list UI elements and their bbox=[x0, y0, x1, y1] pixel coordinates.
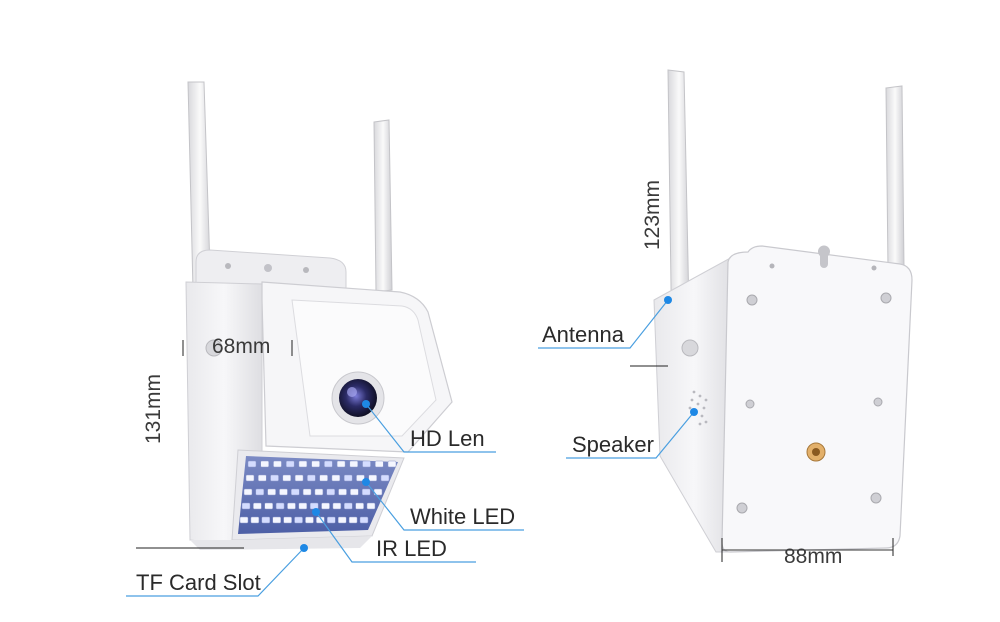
antenna-length-dimension: 123mm bbox=[641, 179, 664, 250]
led-chip bbox=[283, 516, 292, 524]
led-chip bbox=[253, 502, 262, 510]
led-chip bbox=[285, 460, 295, 468]
led-chip bbox=[336, 460, 346, 468]
led-chip bbox=[380, 474, 390, 482]
led-chip bbox=[272, 516, 281, 524]
led-chip bbox=[261, 516, 271, 524]
led-chip bbox=[273, 460, 282, 468]
led-chip bbox=[260, 460, 269, 468]
led-chip bbox=[361, 488, 371, 496]
led-chip bbox=[331, 474, 341, 482]
led-chip bbox=[356, 474, 365, 482]
width-dimension: 88mm bbox=[784, 545, 843, 568]
tf-card-slot-label: TF Card Slot bbox=[136, 570, 261, 595]
led-chip bbox=[287, 502, 296, 510]
depth-dimension: 68mm bbox=[212, 335, 271, 358]
led-chip bbox=[298, 460, 308, 468]
ir-led-label: IR LED bbox=[376, 536, 447, 561]
led-chip bbox=[267, 488, 276, 496]
led-chip bbox=[294, 474, 304, 482]
led-chip bbox=[350, 488, 359, 496]
led-grid bbox=[239, 460, 397, 524]
led-chip bbox=[239, 516, 249, 524]
led-chip bbox=[298, 502, 308, 510]
led-chip bbox=[294, 516, 303, 524]
led-chip bbox=[324, 460, 333, 468]
led-chip bbox=[344, 502, 353, 510]
led-chip bbox=[359, 516, 369, 524]
led-chip bbox=[302, 488, 312, 496]
led-chip bbox=[314, 488, 324, 496]
led-chip bbox=[275, 502, 285, 510]
speaker-label: Speaker bbox=[572, 432, 654, 457]
led-chip bbox=[375, 460, 384, 468]
led-chip bbox=[366, 502, 376, 510]
white-led-label: White LED bbox=[410, 504, 516, 529]
led-chip bbox=[326, 488, 335, 496]
led-chip bbox=[309, 502, 319, 510]
led-chip bbox=[307, 474, 316, 482]
led-chip bbox=[368, 474, 377, 482]
led-chip bbox=[258, 474, 267, 482]
led-chip bbox=[343, 474, 353, 482]
antenna-label: Antenna bbox=[542, 322, 624, 347]
hd-len-label: HD Len bbox=[410, 426, 485, 451]
led-chip bbox=[332, 502, 342, 510]
right-camera bbox=[653, 69, 913, 553]
led-chip bbox=[264, 502, 273, 510]
led-chip bbox=[243, 488, 253, 496]
led-chip bbox=[291, 488, 300, 496]
led-chip bbox=[349, 460, 359, 468]
led-chip bbox=[362, 460, 371, 468]
led-chip bbox=[247, 460, 257, 468]
dimension-lines bbox=[136, 340, 894, 562]
led-chip bbox=[245, 474, 255, 482]
led-chip bbox=[321, 502, 330, 510]
led-chip bbox=[250, 516, 260, 524]
led-chip bbox=[355, 502, 364, 510]
led-chip bbox=[311, 460, 320, 468]
led-chip bbox=[327, 516, 336, 524]
left-camera bbox=[185, 81, 453, 550]
led-chip bbox=[338, 488, 347, 496]
led-chip bbox=[319, 474, 328, 482]
led-chip bbox=[279, 488, 288, 496]
led-chip bbox=[305, 516, 314, 524]
led-chip bbox=[337, 516, 347, 524]
led-chip bbox=[282, 474, 292, 482]
right-antenna-right bbox=[885, 85, 905, 271]
left-antenna-front bbox=[373, 119, 393, 293]
height-dimension: 131mm bbox=[142, 373, 165, 444]
led-chip bbox=[348, 516, 358, 524]
callout-lines bbox=[126, 299, 695, 597]
led-chip bbox=[387, 460, 397, 468]
led-chip bbox=[270, 474, 279, 482]
led-chip bbox=[241, 502, 251, 510]
led-chip bbox=[255, 488, 265, 496]
callout-dots bbox=[300, 296, 698, 552]
